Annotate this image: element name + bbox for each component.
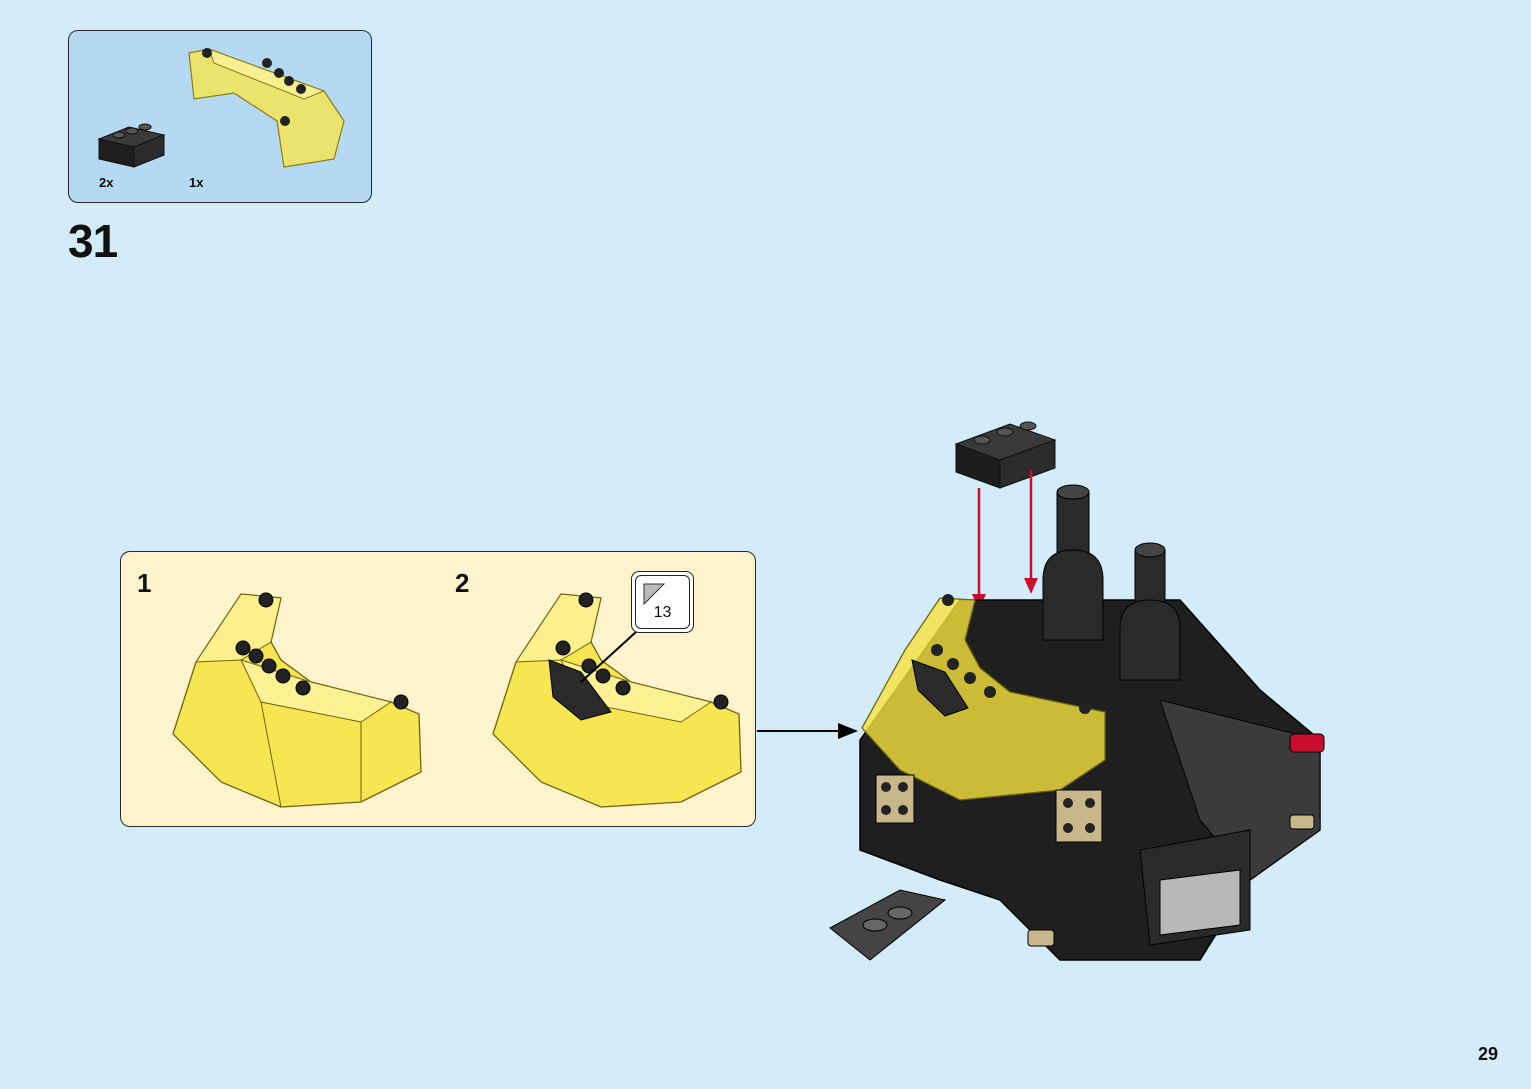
placement-arrow-icon [972,470,1038,610]
sticker-number: 13 [653,604,672,621]
tan-pin-icon [1027,814,1315,947]
page-number: 29 [1478,1044,1499,1064]
step-number: 31 [68,215,118,267]
quantity-label: 2x [99,175,114,190]
sticker-callout: 13 [631,571,694,633]
assembly-arrow-icon [757,723,858,739]
sub-assembly-illustration [172,592,742,808]
black-brick-1x3-icon [97,123,166,168]
sub-step-number: 1 [137,568,152,598]
quantity-label: 1x [189,175,204,190]
exhaust-stack-icon [1042,484,1181,681]
black-sticker-icon [548,659,612,721]
red-tip-icon [1289,733,1325,753]
sub-assembly-box: 1 2 [120,551,756,827]
black-brick-1x3-icon [954,421,1057,489]
parts-list-illustration [97,48,345,168]
parts-list-box: 2x 1x [68,30,372,203]
yellow-windscreen-icon [188,48,345,168]
yellow-windscreen-icon [861,594,1106,801]
sub-step-number: 2 [455,568,470,598]
windscreen-assembly-1 [172,592,422,808]
windscreen-assembly-2 [492,592,742,808]
tan-panel-icon [875,774,1103,843]
sticker-corner-icon [643,583,666,606]
